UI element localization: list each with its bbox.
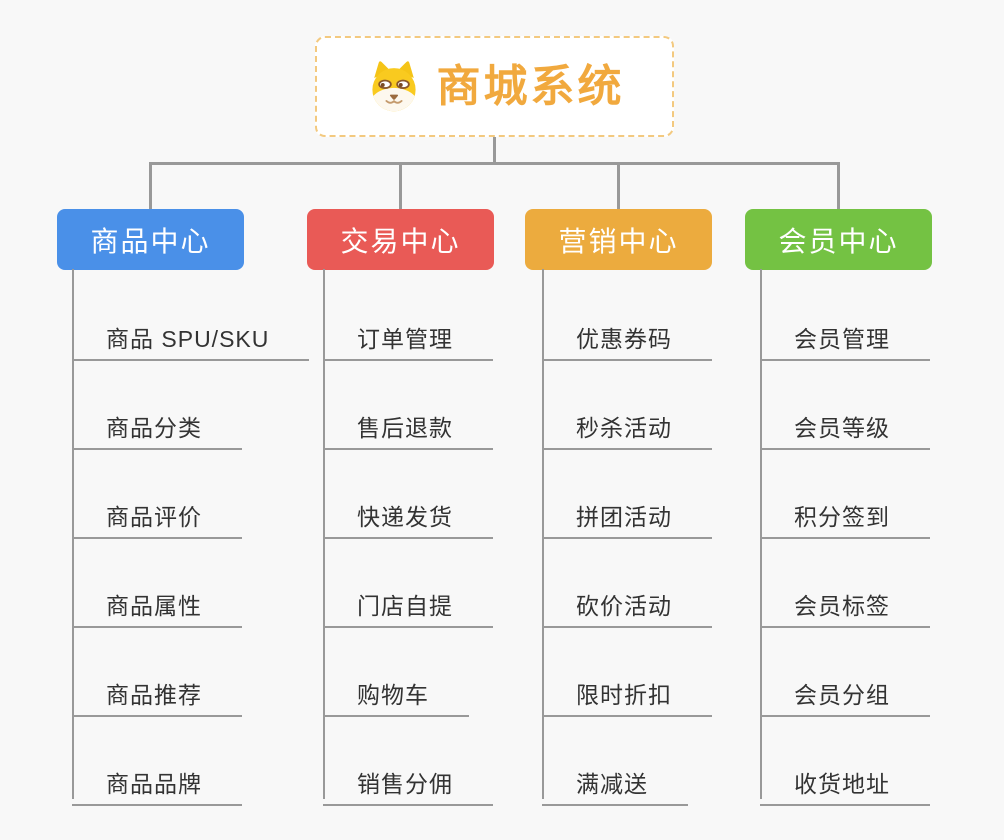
branch-box-trade-center[interactable]: 交易中心 bbox=[307, 209, 494, 270]
leaf-item[interactable]: 销售分佣 bbox=[323, 751, 493, 806]
leaf-item[interactable]: 订单管理 bbox=[323, 306, 493, 361]
leaf-label: 商品品牌 bbox=[106, 770, 202, 797]
leaf-item[interactable]: 秒杀活动 bbox=[542, 395, 712, 450]
leaf-label: 秒杀活动 bbox=[576, 414, 672, 441]
leaf-label: 会员标签 bbox=[794, 592, 890, 619]
leaf-label: 满减送 bbox=[576, 770, 648, 797]
leaf-label: 会员等级 bbox=[794, 414, 890, 441]
leaf-item[interactable]: 商品属性 bbox=[72, 573, 242, 628]
branch-box-marketing-center[interactable]: 营销中心 bbox=[525, 209, 712, 270]
branch-box-product-center[interactable]: 商品中心 bbox=[57, 209, 244, 270]
leaf-item[interactable]: 快递发货 bbox=[323, 484, 493, 539]
leaf-item[interactable]: 会员等级 bbox=[760, 395, 930, 450]
root-title: 商城系统 bbox=[436, 61, 625, 111]
leaf-label: 购物车 bbox=[357, 681, 429, 708]
leaf-label: 商品评价 bbox=[106, 503, 202, 530]
dog-face-icon bbox=[365, 60, 423, 114]
branch-label: 营销中心 bbox=[558, 225, 679, 257]
leaf-item[interactable]: 积分签到 bbox=[760, 484, 930, 539]
connector-drop-member bbox=[837, 162, 840, 209]
leaf-item[interactable]: 会员分组 bbox=[760, 662, 930, 717]
leaf-item[interactable]: 限时折扣 bbox=[542, 662, 712, 717]
leaf-item[interactable]: 会员管理 bbox=[760, 306, 930, 361]
spine-marketing-center bbox=[542, 269, 544, 799]
leaf-item[interactable]: 收货地址 bbox=[760, 751, 930, 806]
leaf-item[interactable]: 售后退款 bbox=[323, 395, 493, 450]
connector-drop-marketing bbox=[617, 162, 620, 209]
leaf-item[interactable]: 购物车 bbox=[323, 662, 469, 717]
root-node[interactable]: 商城系统 bbox=[315, 36, 674, 137]
leaf-label: 优惠券码 bbox=[576, 325, 672, 352]
leaf-label: 收货地址 bbox=[794, 770, 890, 797]
leaf-item[interactable]: 优惠券码 bbox=[542, 306, 712, 361]
leaf-item[interactable]: 商品推荐 bbox=[72, 662, 242, 717]
leaf-item[interactable]: 砍价活动 bbox=[542, 573, 712, 628]
leaf-item[interactable]: 商品分类 bbox=[72, 395, 242, 450]
leaf-label: 商品推荐 bbox=[106, 681, 202, 708]
leaf-item[interactable]: 商品 SPU/SKU bbox=[72, 306, 310, 361]
leaf-label: 快递发货 bbox=[357, 503, 453, 530]
connector-drop-product bbox=[149, 162, 152, 209]
spine-trade-center bbox=[323, 269, 325, 799]
leaf-item[interactable]: 会员标签 bbox=[760, 573, 930, 628]
leaf-label: 限时折扣 bbox=[576, 681, 672, 708]
leaf-label: 拼团活动 bbox=[576, 503, 672, 530]
leaf-label: 积分签到 bbox=[794, 503, 890, 530]
leaf-label: 门店自提 bbox=[357, 592, 453, 619]
leaf-item[interactable]: 商品品牌 bbox=[72, 751, 242, 806]
connector-root-stem bbox=[493, 137, 496, 164]
branch-label: 交易中心 bbox=[340, 225, 461, 257]
leaf-item[interactable]: 商品评价 bbox=[72, 484, 242, 539]
leaf-label: 商品 SPU/SKU bbox=[106, 325, 270, 352]
spine-member-center bbox=[760, 269, 762, 799]
leaf-label: 砍价活动 bbox=[576, 592, 672, 619]
leaf-item[interactable]: 门店自提 bbox=[323, 573, 493, 628]
leaf-label: 订单管理 bbox=[357, 325, 453, 352]
leaf-item[interactable]: 拼团活动 bbox=[542, 484, 712, 539]
leaf-label: 商品属性 bbox=[106, 592, 202, 619]
leaf-item[interactable]: 满减送 bbox=[542, 751, 688, 806]
connector-horizontal-bar bbox=[149, 162, 840, 165]
spine-product-center bbox=[72, 269, 74, 799]
branch-label: 商品中心 bbox=[90, 225, 211, 257]
leaf-label: 售后退款 bbox=[357, 414, 453, 441]
branch-label: 会员中心 bbox=[778, 225, 899, 257]
leaf-label: 商品分类 bbox=[106, 414, 202, 441]
leaf-label: 销售分佣 bbox=[357, 770, 453, 797]
leaf-label: 会员分组 bbox=[794, 681, 890, 708]
connector-drop-trade bbox=[399, 162, 402, 209]
branch-box-member-center[interactable]: 会员中心 bbox=[745, 209, 932, 270]
leaf-label: 会员管理 bbox=[794, 325, 890, 352]
